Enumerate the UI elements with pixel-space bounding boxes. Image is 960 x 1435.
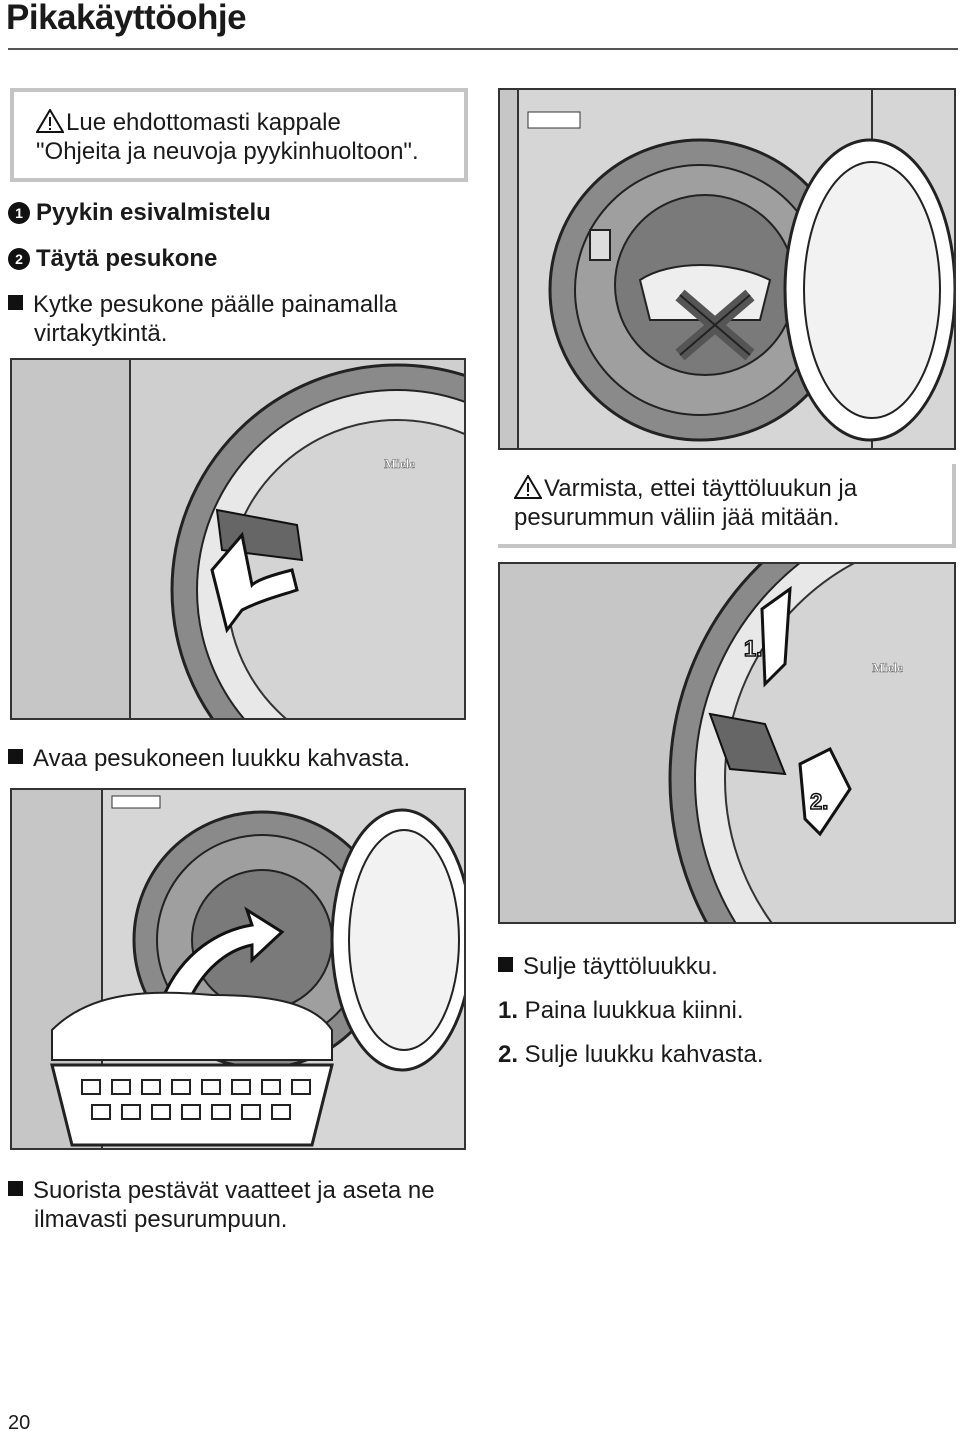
brand-logo: Miele [384, 456, 415, 471]
instruction-close-sub-1: 1. Paina luukkua kiinni. [498, 996, 743, 1025]
step-1: 1 Pyykin esivalmistelu [8, 198, 271, 227]
curved-arrow-icon [760, 585, 792, 688]
step-2: 2 Täytä pesukone [8, 244, 217, 273]
square-bullet-icon [8, 295, 23, 310]
instruction-open-door: Avaa pesukoneen luukku kahvasta. [8, 744, 410, 773]
warning-triangle-icon [36, 109, 64, 133]
warning-triangle-icon [514, 475, 542, 499]
page-number: 20 [8, 1412, 31, 1434]
curved-arrow-icon [210, 531, 299, 634]
instruction-line: Suorista pestävät vaatteet ja aseta ne [33, 1177, 435, 1204]
square-bullet-icon [8, 1181, 23, 1196]
step-number-badge: 1 [8, 202, 30, 224]
illustration-switch-on: Miele [10, 358, 466, 720]
illustration-open-drum [498, 88, 956, 450]
sub-step-number: 2. [498, 1041, 519, 1068]
instruction-close-door: Sulje täyttöluukku. [498, 952, 718, 981]
sub-step-number: 1. [498, 997, 519, 1024]
note-line: "Ohjeita ja neuvoja pyykinhuoltoon". [36, 138, 419, 165]
instruction-line: ilmavasti pesurumpuun. [34, 1206, 288, 1233]
step-number-badge: 2 [8, 248, 30, 270]
step-marker-1: 1. [744, 636, 762, 661]
sub-step-text: Paina luukkua kiinni. [518, 997, 744, 1024]
step-label: Täytä pesukone [36, 245, 218, 272]
instruction-line: Avaa pesukoneen luukku kahvasta. [33, 745, 411, 772]
note-line: pesurummun väliin jää mitään. [514, 504, 840, 531]
instruction-line: Sulje täyttöluukku. [523, 953, 718, 980]
instruction-line: Kytke pesukone päälle painamalla [33, 291, 398, 318]
illustration-load-laundry [10, 788, 466, 1150]
step-marker-2: 2. [810, 789, 828, 814]
page-title: Pikakäyttöohje [6, 0, 247, 37]
note-line: Lue ehdottomasti kappale [66, 109, 341, 136]
curved-arrow-icon [159, 906, 285, 1007]
read-manual-note: Lue ehdottomasti kappale "Ohjeita ja neu… [10, 88, 468, 182]
check-drum-note: Varmista, ettei täyttöluukun ja pesurumm… [498, 464, 956, 548]
brand-logo: Miele [872, 660, 903, 675]
illustration-close-door: Miele 1. 2. [498, 562, 956, 924]
instruction-line: virtakytkintä. [34, 320, 168, 347]
title-divider [8, 48, 958, 50]
instruction-close-sub-2: 2. Sulje luukku kahvasta. [498, 1040, 764, 1069]
sub-step-text: Sulje luukku kahvasta. [518, 1041, 764, 1068]
note-line: Varmista, ettei täyttöluukun ja [544, 475, 858, 502]
instruction-switch-on: Kytke pesukone päälle painamalla virtaky… [8, 290, 397, 348]
instruction-load-laundry: Suorista pestävät vaatteet ja aseta ne i… [8, 1176, 435, 1234]
step-label: Pyykin esivalmistelu [36, 199, 271, 226]
square-bullet-icon [498, 957, 513, 972]
curved-arrow-icon [798, 746, 852, 837]
square-bullet-icon [8, 749, 23, 764]
